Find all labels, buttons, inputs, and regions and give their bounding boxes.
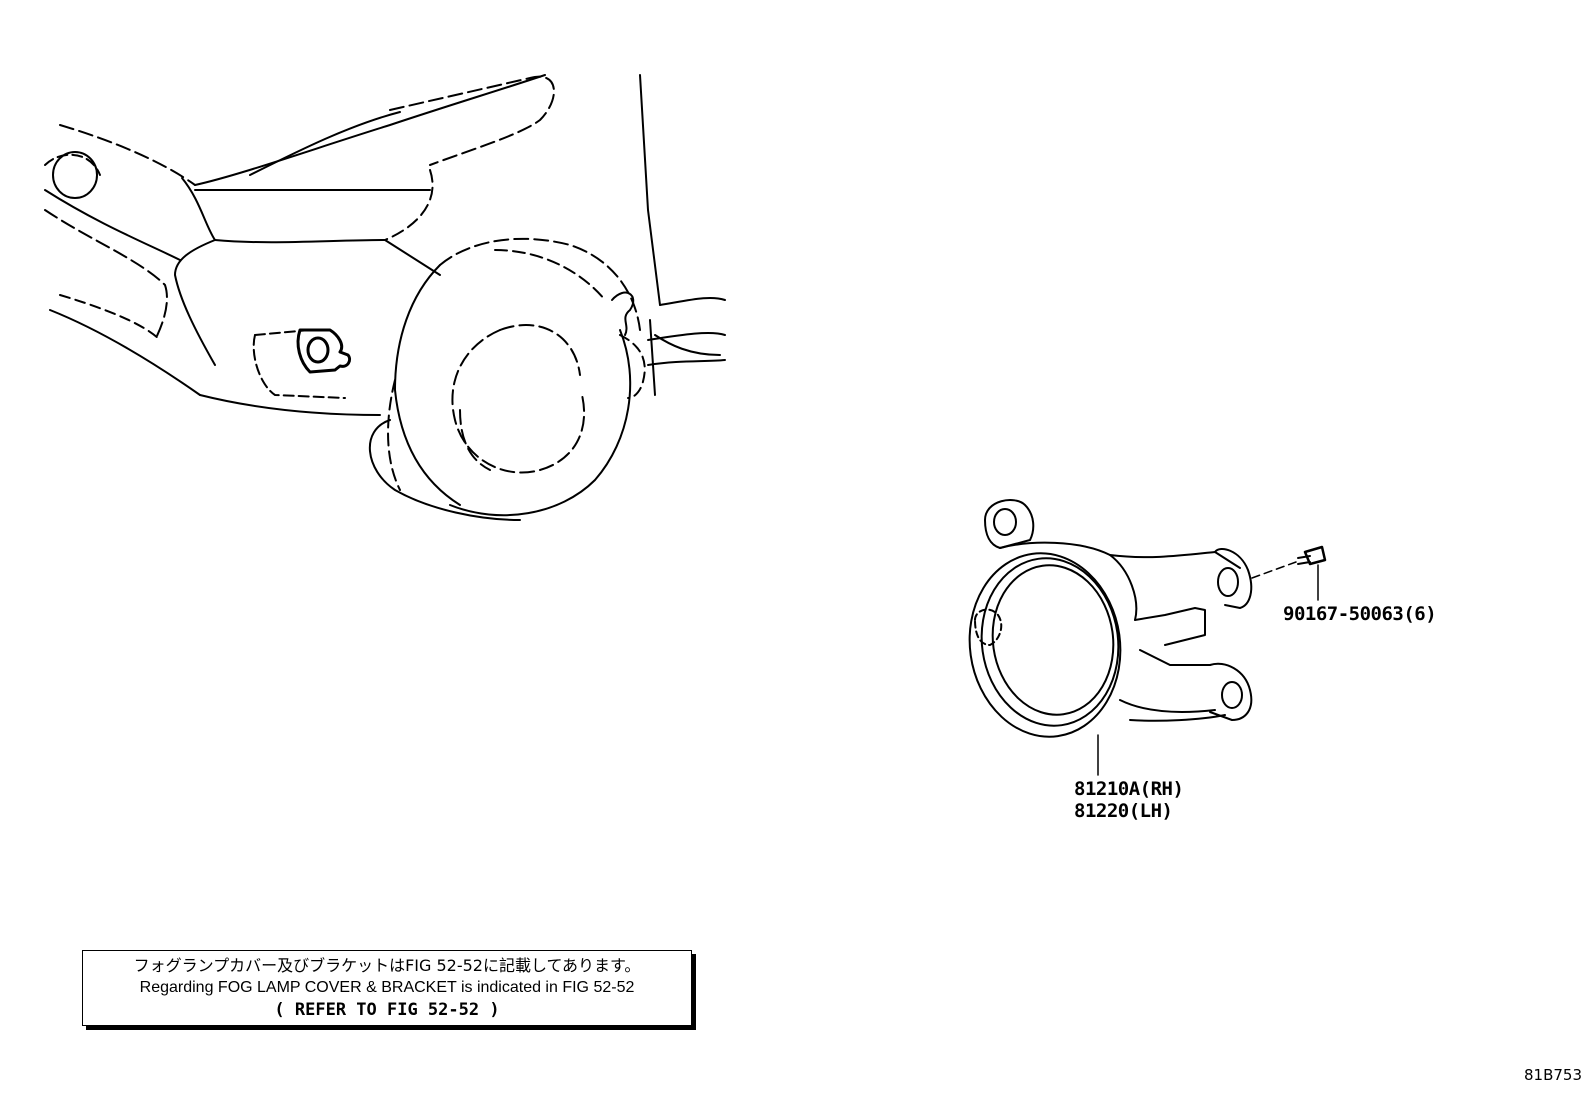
fog-lamp-rh-part-number: 81210A(RH) — [1074, 778, 1184, 800]
reference-note-box: フォグランプカバー及びブラケットはFIG 52-52に記載してあります。 Reg… — [82, 950, 692, 1026]
lens-inner-ring — [991, 564, 1115, 716]
lens-outer-ring — [968, 552, 1122, 738]
fog-lamp-lh-part-number: 81220(LH) — [1074, 800, 1173, 822]
fog-lamp-assembly — [968, 499, 1253, 776]
note-japanese: フォグランプカバー及びブラケットはFIG 52-52に記載してあります。 — [133, 956, 641, 975]
vehicle-front-outline — [44, 74, 726, 521]
note-english: Regarding FOG LAMP COVER & BRACKET is in… — [139, 979, 635, 996]
fog-lamp-location-icon — [296, 328, 352, 374]
bolt-part-number: 90167-50063(6) — [1283, 603, 1437, 625]
headlight-ring — [52, 151, 98, 199]
note-refer-link[interactable]: ( REFER TO FIG 52-52 ) — [274, 1000, 500, 1020]
bolt-icon — [1251, 545, 1327, 601]
figure-id: 81B753 — [1523, 1066, 1582, 1084]
